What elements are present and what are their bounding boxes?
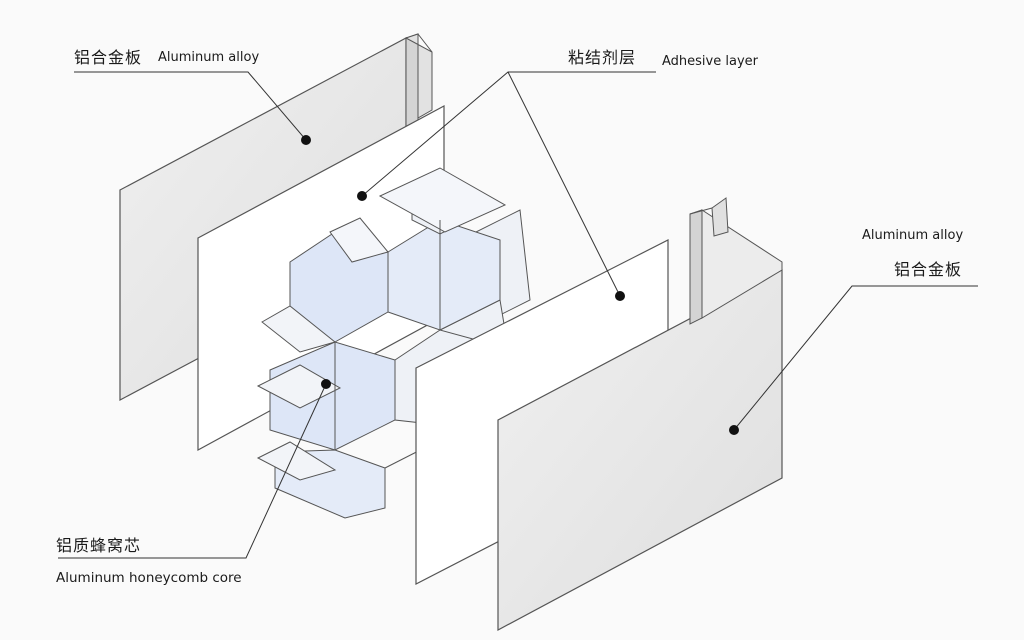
dot-left-panel xyxy=(301,135,311,145)
label-core-zh: 铝质蜂窝芯 xyxy=(56,536,142,555)
leader-right xyxy=(733,285,978,431)
dot-core xyxy=(321,379,331,389)
label-top-left-en: Aluminum alloy xyxy=(158,50,260,65)
aluminum-panel-right xyxy=(497,197,783,632)
leader-top-left xyxy=(74,71,307,141)
label-right-en: Aluminum alloy xyxy=(862,228,964,243)
label-top-left-zh: 铝合金板 xyxy=(74,48,143,67)
leader-dots xyxy=(301,135,739,435)
label-right-zh: 铝合金板 xyxy=(894,260,963,279)
dot-right-panel xyxy=(729,425,739,435)
leader-lines xyxy=(58,71,978,559)
dot-adhesive-2 xyxy=(615,291,625,301)
leader-core xyxy=(58,383,327,559)
label-core-en: Aluminum honeycomb core xyxy=(56,570,242,586)
dot-adhesive-1 xyxy=(357,191,367,201)
label-adhesive-zh: 粘结剂层 xyxy=(568,48,637,67)
leader-adhesive-2 xyxy=(507,71,621,297)
label-adhesive-en: Adhesive layer xyxy=(662,54,758,69)
